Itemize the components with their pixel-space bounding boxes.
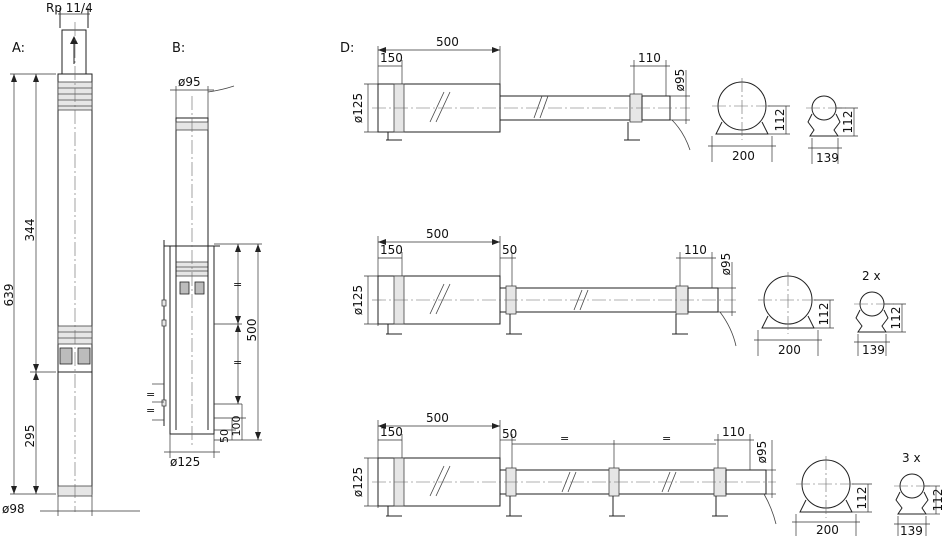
view-a-label: A:: [12, 41, 25, 56]
length-500-label: 500: [426, 411, 449, 425]
diameter-95-label: ø95: [673, 69, 687, 92]
length-110-label: 110: [684, 243, 707, 257]
view-d-row-3: 500 150 50 = = ø125: [351, 411, 945, 538]
height-112b-label: 112: [931, 489, 945, 512]
equal-mark-icon: =: [146, 404, 155, 417]
view-d-label: D:: [340, 41, 354, 56]
view-a-vertical-pump: A: Rp 11/4 639: [2, 1, 140, 516]
length-110-label: 110: [638, 51, 661, 65]
height-112-label: 112: [855, 487, 869, 510]
width-200-label: 200: [732, 149, 755, 163]
equal-mark-icon: =: [233, 356, 242, 369]
equal-mark-icon: =: [560, 432, 569, 445]
length-50-label: 50: [502, 243, 517, 257]
height-112b-label: 112: [841, 111, 855, 134]
height-500-label: 500: [245, 319, 259, 342]
height-total-label: 639: [2, 284, 16, 307]
intake-port-right: [77, 347, 91, 365]
height-112b-label: 112: [889, 307, 903, 330]
length-150-label: 150: [380, 425, 403, 439]
width-139-label: 139: [862, 343, 885, 357]
length-500-label: 500: [426, 227, 449, 241]
diameter-125-label: ø125: [351, 93, 365, 123]
height-112-label: 112: [773, 109, 787, 132]
equal-mark-icon: =: [146, 388, 155, 401]
offset-50-label: 50: [218, 429, 231, 443]
diameter-95-label: ø95: [755, 441, 769, 464]
length-150-label: 150: [380, 51, 403, 65]
width-200-label: 200: [816, 523, 839, 537]
length-500-label: 500: [436, 35, 459, 49]
length-50-label: 50: [502, 427, 517, 441]
view-d-row-1: 500 150 ø125 110 ø95: [351, 35, 858, 165]
length-110-label: 110: [722, 425, 745, 439]
view-b-label: B:: [172, 41, 185, 56]
quantity-label: 2 x: [862, 269, 881, 283]
thread-size-label: Rp 11/4: [46, 1, 93, 15]
height-lower-label: 295: [23, 425, 37, 448]
width-200-label: 200: [778, 343, 801, 357]
top-diameter-label: ø95: [178, 75, 201, 89]
diameter-label: ø98: [2, 502, 25, 516]
equal-mark-icon: =: [233, 278, 242, 291]
flow-arrow-icon: [70, 36, 78, 44]
bottom-diameter-label: ø125: [170, 455, 200, 469]
diameter-125-label: ø125: [351, 467, 365, 497]
intake-port-left: [59, 347, 73, 365]
height-112-label: 112: [817, 303, 831, 326]
height-upper-label: 344: [23, 219, 37, 242]
pump-upper: [175, 117, 209, 247]
offset-100-label: 100: [230, 416, 243, 437]
view-d-row-2: 500 150 50 ø125 110 ø: [351, 227, 906, 357]
quantity-label: 3 x: [902, 451, 921, 465]
diameter-95-label: ø95: [719, 253, 733, 276]
view-b-pump-with-shroud: B: ø95 500: [146, 41, 262, 469]
diameter-125-label: ø125: [351, 285, 365, 315]
equal-mark-icon: =: [662, 432, 671, 445]
width-139-label: 139: [816, 151, 839, 165]
length-150-label: 150: [380, 243, 403, 257]
width-139-label: 139: [900, 524, 923, 538]
